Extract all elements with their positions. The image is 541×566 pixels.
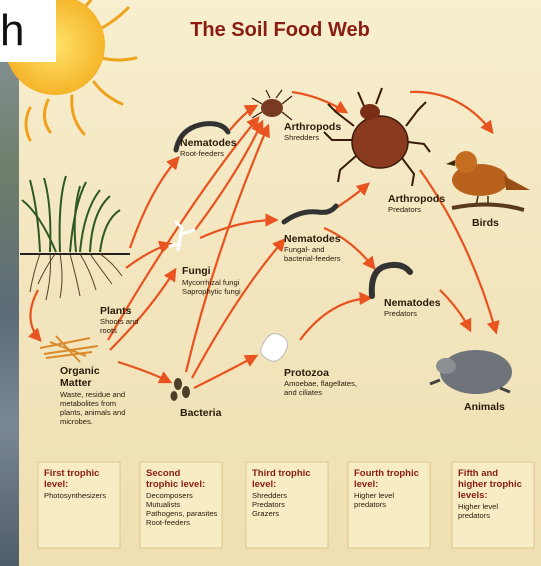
arrow-nematodes-predators-to-animals [440,290,470,330]
trophic-levels: First trophiclevel:PhotosynthesizersSeco… [38,462,534,548]
trophic-level-item: predators [458,511,490,520]
fungi-icon [170,222,194,250]
label-nematodes-predators: Nematodes [384,297,441,309]
nematode-fungal-icon [284,206,336,222]
trophic-level-title: Fourth trophic [354,468,419,479]
arrow-arthropods-predators-to-birds [410,92,492,132]
trophic-level-box: Secondtrophic level:DecomposersMutualist… [140,462,222,548]
bacteria-icon [171,378,191,401]
trophic-level-item: Decomposers [146,491,193,500]
arrow-bacteria-to-arthropods [186,126,268,372]
label-fungi-sub-1: Mycorrhizal fungi [182,278,240,287]
plants-icon [20,176,130,300]
trophic-level-title: level: [354,479,378,490]
trophic-level-item: Shredders [252,491,287,500]
protozoa-icon [261,334,288,362]
trophic-level-title: Second [146,468,181,479]
arrow-organic-to-bacteria [118,362,170,382]
label-arthropods-shredders-sub: Shredders [284,133,319,142]
label-bacteria: Bacteria [180,407,222,419]
label-organic-sub-4: microbes. [60,417,93,426]
animal-mole-icon [430,350,512,394]
trophic-level-item: Pathogens, parasites [146,509,218,518]
arrow-plants-to-nematodes-root [130,158,178,248]
trophic-level-item: Higher level [458,502,498,511]
label-arthropods-predators-sub: Predators [388,205,421,214]
organic-matter-icon [40,336,98,362]
arthropod-predator-icon [324,88,430,186]
label-nematodes-fungal-sub-1: Fungal- and [284,245,325,254]
label-arthropods-shredders: Arthropods [284,121,341,133]
trophic-level-item: Grazers [252,509,279,518]
label-nematodes-root: Nematodes [180,137,237,149]
label-organic-sub-1: Waste, residue and [60,390,125,399]
label-birds: Birds [472,217,499,229]
trophic-level-title: higher trophic [458,479,522,490]
label-plants-sub-1: Shoots and [100,317,138,326]
trophic-level-box: Fourth trophiclevel:Higher levelpredator… [348,462,430,548]
label-nematodes-root-sub: Root-feeders [180,149,224,158]
label-fungi: Fungi [182,265,211,277]
nematode-predator-icon [372,265,410,296]
trophic-level-item: Higher level [354,491,394,500]
label-protozoa: Protozoa [284,367,329,379]
trophic-level-title: levels: [458,490,488,501]
diagram-title: The Soil Food Web [190,19,370,41]
trophic-level-title: trophic level: [146,479,205,490]
trophic-level-title: level: [252,479,276,490]
label-plants: Plants [100,305,132,317]
label-organic-1: Organic [60,365,100,377]
trophic-level-box: First trophiclevel:Photosynthesizers [38,462,120,548]
arrow-arthropods-shredders-to-predators [292,92,346,112]
trophic-level-box: Fifth andhigher trophiclevels:Higher lev… [452,462,534,548]
label-nematodes-fungal: Nematodes [284,233,341,245]
arrow-plants-to-organic-matter [30,290,40,340]
trophic-level-title: Third trophic [252,468,311,479]
overlay-corner-letter: h [0,6,24,56]
trophic-level-item: Photosynthesizers [44,491,106,500]
trophic-level-item: predators [354,500,386,509]
trophic-level-title: First trophic [44,468,99,479]
trophic-level-item: Root-feeders [146,518,190,527]
label-organic-sub-2: metabolites from [60,399,116,408]
trophic-level-title: level: [44,479,68,490]
arthropod-shredder-icon [252,90,292,120]
trophic-level-box: Third trophiclevel:ShreddersPredatorsGra… [246,462,328,548]
trophic-level-item: Mutualists [146,500,180,509]
label-nematodes-predators-sub: Predators [384,309,417,318]
label-protozoa-sub-2: and ciliates [284,388,322,397]
label-organic-sub-3: plants, animals and [60,408,125,417]
label-nematodes-fungal-sub-2: bacterial-feeders [284,254,341,263]
arrow-bacteria-to-protozoa [194,356,256,388]
label-fungi-sub-2: Saprophytic fungi [182,287,241,296]
arrow-protozoa-to-nematodes-predators [300,298,370,340]
label-organic-2: Matter [60,377,92,389]
label-plants-sub-2: roots [100,326,117,335]
label-animals: Animals [464,401,505,413]
label-protozoa-sub-1: Amoebae, flagellates, [284,379,357,388]
bird-icon [446,151,530,210]
trophic-level-item: Predators [252,500,285,509]
arrow-fungi-to-nematodes-fungal [200,220,276,238]
trophic-level-title: Fifth and [458,468,498,479]
label-arthropods-predators: Arthropods [388,193,445,205]
